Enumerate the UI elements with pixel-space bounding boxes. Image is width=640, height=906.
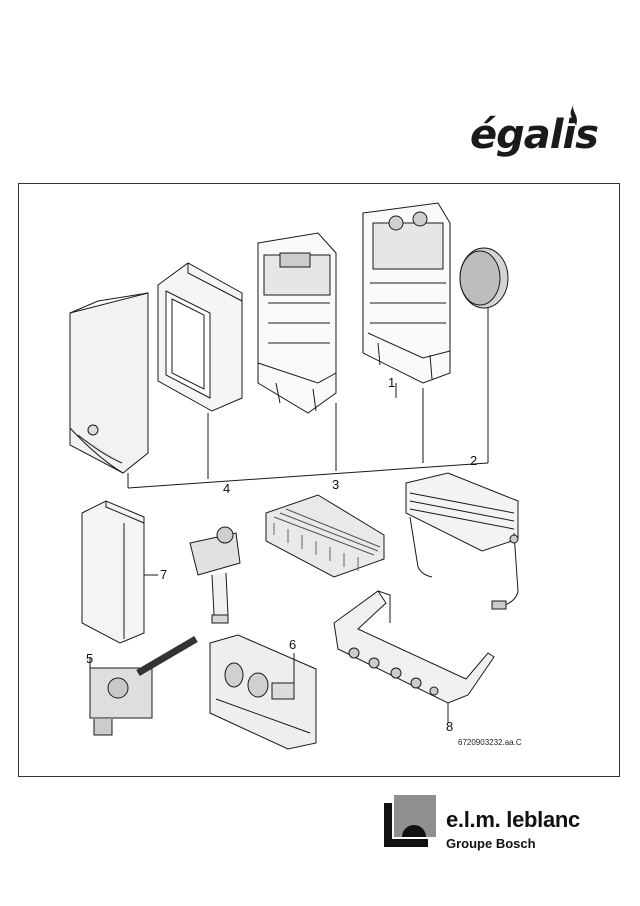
egalis-logo: égalis bbox=[470, 100, 610, 170]
callout-5: 5 bbox=[86, 651, 93, 666]
control-panel bbox=[209, 634, 317, 750]
callout-7: 7 bbox=[160, 567, 167, 582]
callout-2: 2 bbox=[470, 453, 477, 468]
company-name: e.l.m. leblanc bbox=[446, 807, 580, 832]
hydraulic-block bbox=[333, 590, 495, 723]
assembly-1-leader-lines bbox=[127, 308, 489, 489]
side-cover bbox=[81, 500, 158, 644]
brand-name: égalis bbox=[470, 112, 599, 158]
elm-leblanc-logo-icon bbox=[384, 795, 436, 847]
callout-6: 6 bbox=[289, 637, 296, 652]
mounting-frame bbox=[157, 262, 243, 412]
burner-assembly bbox=[362, 202, 451, 384]
burner-ramp bbox=[265, 494, 385, 578]
heat-exchanger bbox=[405, 472, 519, 610]
flame-icon bbox=[570, 102, 577, 126]
diagram-reference: 6720903232.aa.C bbox=[458, 738, 522, 747]
front-casing bbox=[69, 292, 149, 474]
expansion-vessel bbox=[459, 247, 509, 309]
exploded-parts-diagram: 1 2 3 4 5 6 7 8 bbox=[69, 202, 519, 750]
callout-8: 8 bbox=[446, 719, 453, 734]
callout-3: 3 bbox=[332, 477, 339, 492]
callout-4: 4 bbox=[223, 481, 230, 496]
circulation-pump bbox=[189, 526, 241, 624]
callout-1: 1 bbox=[388, 375, 395, 390]
diagram-frame bbox=[18, 183, 620, 777]
group-name: Groupe Bosch bbox=[446, 836, 536, 851]
boiler-body bbox=[257, 232, 337, 414]
gas-valve bbox=[89, 635, 198, 736]
